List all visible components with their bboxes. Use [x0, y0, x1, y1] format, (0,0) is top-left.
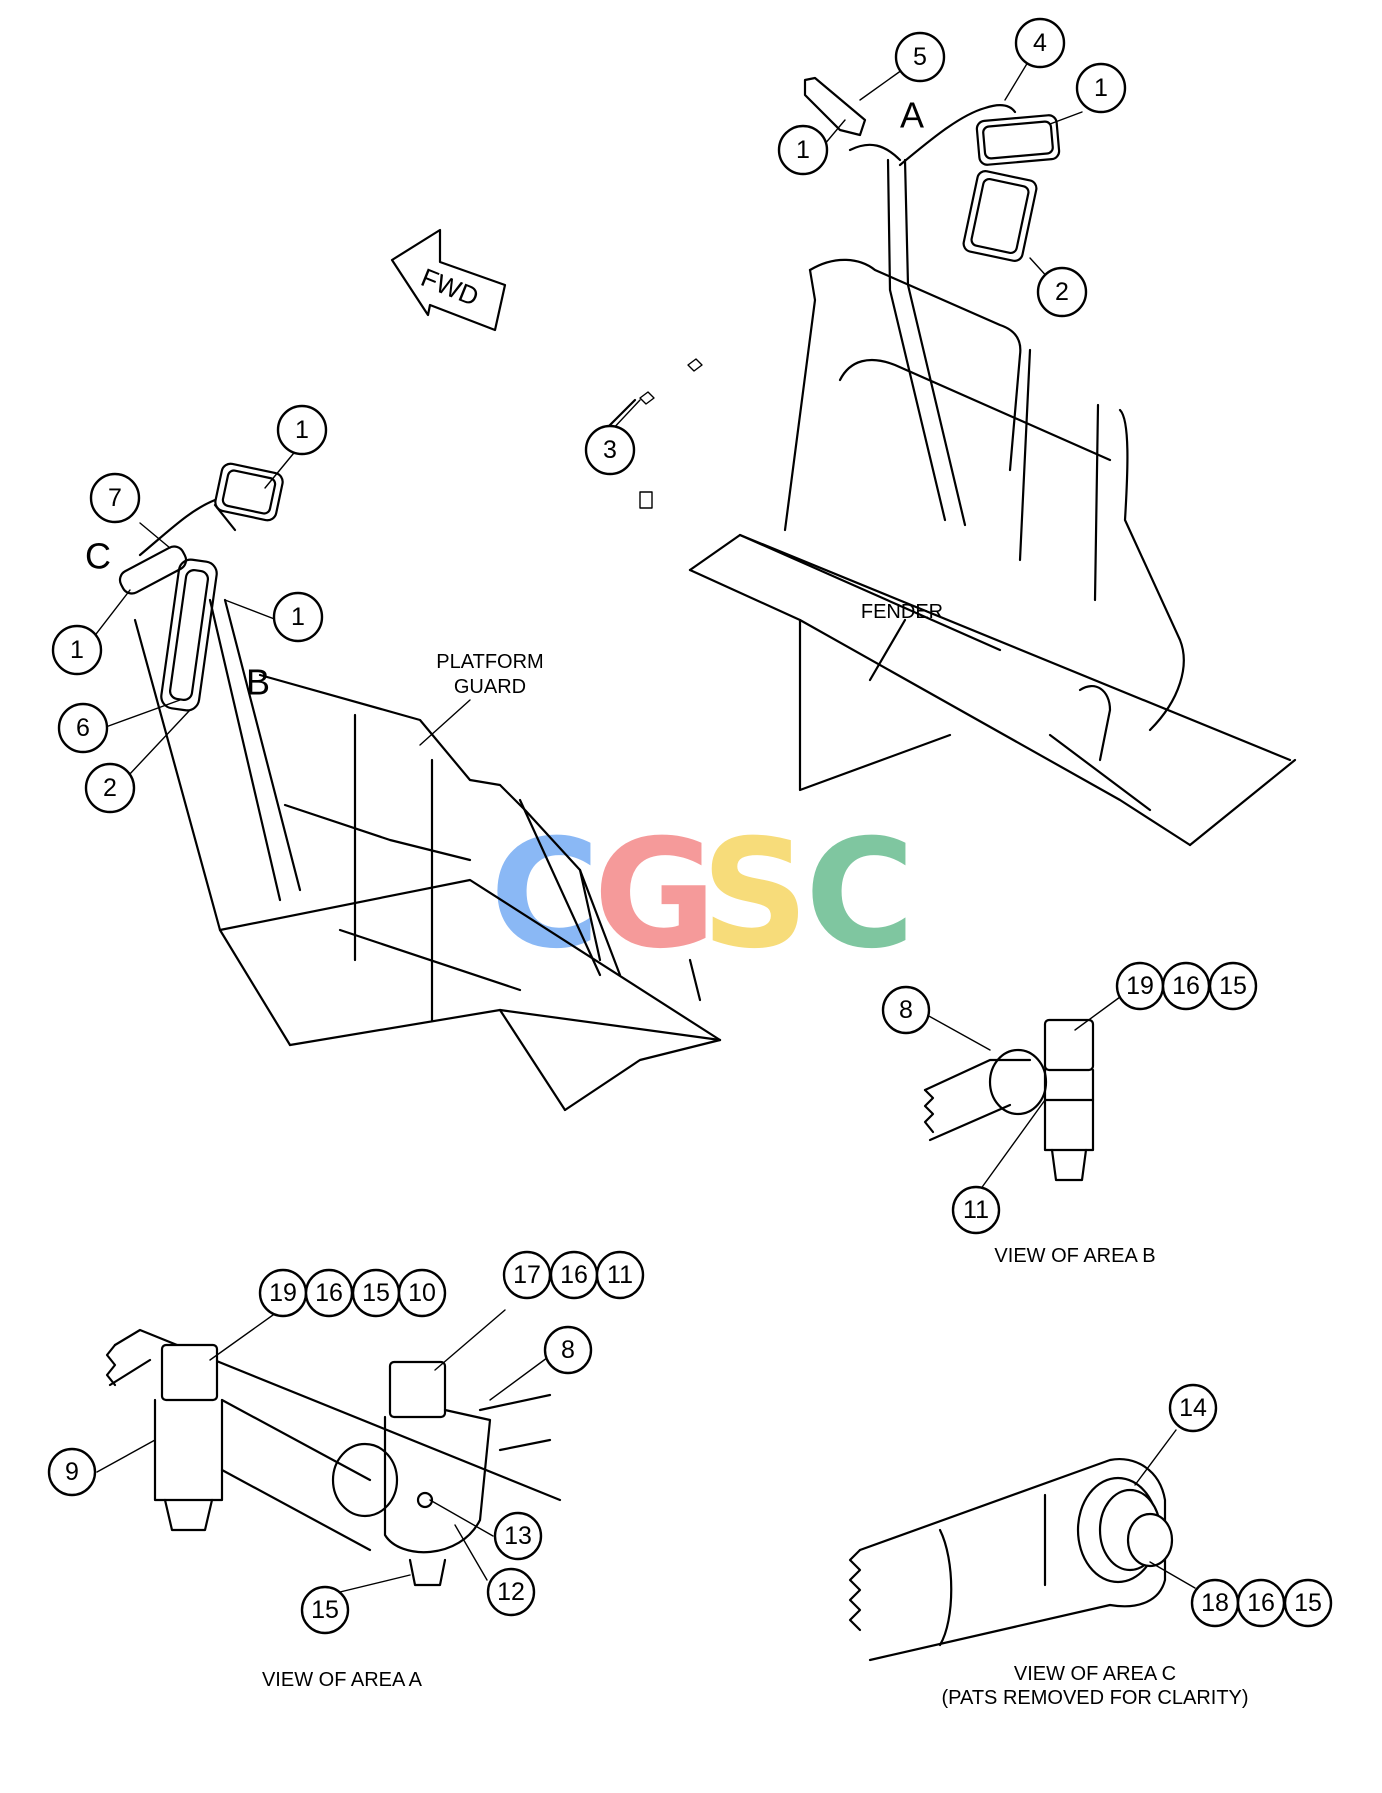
callout-1: 1: [272, 591, 324, 643]
callout-19: 19: [258, 1268, 308, 1318]
callout-17-text: 17: [513, 1261, 541, 1289]
view-area-c-label-line2: (PATS REMOVED FOR CLARITY): [941, 1687, 1248, 1709]
platform-guard-label-line2: GUARD: [454, 676, 526, 698]
watermark-letter-3: S: [701, 808, 809, 982]
platform-guard-label-line1: PLATFORM: [436, 651, 543, 673]
callout-8: 8: [881, 985, 931, 1035]
callout-11-text: 11: [607, 1261, 633, 1289]
view-area-c-label-line1: VIEW OF AREA C: [1014, 1663, 1176, 1685]
callout-1: 1: [276, 404, 328, 456]
callout-1-text: 1: [1094, 74, 1108, 102]
callout-13: 13: [493, 1511, 543, 1561]
callout-8: 8: [543, 1325, 593, 1375]
callout-5: 5: [894, 31, 946, 83]
callout-7-text: 7: [108, 484, 122, 512]
callout-2: 2: [1036, 266, 1088, 318]
view-area-b-detail: [923, 1018, 1095, 1182]
callout-16: 16: [549, 1250, 599, 1300]
callout-16-text: 16: [315, 1279, 343, 1307]
area-letter-c: C: [85, 536, 111, 577]
callout-2: 2: [84, 762, 136, 814]
watermark-letter-4: C: [805, 808, 915, 982]
callout-8-text: 8: [561, 1336, 575, 1364]
callout-12: 12: [486, 1567, 536, 1617]
area-letter-a: A: [900, 95, 924, 136]
watermark-letter-2: G: [593, 808, 716, 982]
callout-15: 15: [1283, 1578, 1333, 1628]
callout-9: 9: [47, 1447, 97, 1497]
callout-18-text: 18: [1201, 1589, 1229, 1617]
callout-1: 1: [1075, 62, 1127, 114]
callout-11-text: 11: [963, 1196, 989, 1224]
callout-15-text: 15: [362, 1279, 390, 1307]
callout-3-text: 3: [603, 436, 617, 464]
callout-16-text: 16: [1172, 972, 1200, 1000]
area-letter-b: B: [246, 662, 270, 703]
callout-15-text: 15: [311, 1596, 339, 1624]
callout-2-text: 2: [103, 774, 117, 802]
view-area-a-detail: [105, 1328, 562, 1587]
callout-15-text: 15: [1294, 1589, 1322, 1617]
callout-16: 16: [1161, 961, 1211, 1011]
callout-16: 16: [304, 1268, 354, 1318]
callout-14: 14: [1168, 1383, 1218, 1433]
platform-guard-assembly: [118, 462, 722, 1112]
view-area-b-label: VIEW OF AREA B: [994, 1245, 1155, 1267]
fwd-arrow: FWD: [390, 228, 507, 332]
watermark-letter-1: C: [490, 808, 600, 982]
callout-11: 11: [951, 1185, 1001, 1235]
cgsc-watermark: C G S C: [490, 808, 915, 982]
callout-11: 11: [595, 1250, 645, 1300]
callout-1-text: 1: [70, 636, 84, 664]
callout-17: 17: [502, 1250, 552, 1300]
callout-12-text: 12: [497, 1578, 525, 1606]
callout-2-text: 2: [1055, 278, 1069, 306]
callout-15: 15: [300, 1585, 350, 1635]
callout-4-text: 4: [1033, 29, 1047, 57]
callout-18: 18: [1190, 1578, 1240, 1628]
callout-6: 6: [57, 702, 109, 754]
callout-16-text: 16: [1247, 1589, 1275, 1617]
callout-10-text: 10: [408, 1279, 436, 1307]
view-area-a-label: VIEW OF AREA A: [262, 1669, 423, 1691]
view-area-c-detail: [848, 1457, 1174, 1662]
fender-label: FENDER: [861, 601, 943, 623]
callout-15: 15: [351, 1268, 401, 1318]
callout-9-text: 9: [65, 1458, 79, 1486]
callout-3: 3: [584, 424, 636, 476]
callout-6-text: 6: [76, 714, 90, 742]
callout-16: 16: [1236, 1578, 1286, 1628]
callout-19-text: 19: [269, 1279, 297, 1307]
callout-19: 19: [1115, 961, 1165, 1011]
callout-13-text: 13: [504, 1522, 532, 1550]
callout-16-text: 16: [560, 1261, 588, 1289]
callout-8-text: 8: [899, 996, 913, 1024]
leader-lines: [92, 61, 1196, 1601]
fender-assembly: [593, 76, 1297, 847]
callout-7: 7: [89, 472, 141, 524]
callout-19-text: 19: [1126, 972, 1154, 1000]
callout-1: 1: [51, 624, 103, 676]
callout-10: 10: [397, 1268, 447, 1318]
callout-15-text: 15: [1219, 972, 1247, 1000]
callout-1-text: 1: [796, 136, 810, 164]
callout-4: 4: [1014, 17, 1066, 69]
callout-14-text: 14: [1179, 1394, 1207, 1422]
callout-5-text: 5: [913, 43, 927, 71]
callout-1-text: 1: [291, 603, 305, 631]
callout-1-text: 1: [295, 416, 309, 444]
callout-15: 15: [1208, 961, 1258, 1011]
callout-1: 1: [777, 124, 829, 176]
